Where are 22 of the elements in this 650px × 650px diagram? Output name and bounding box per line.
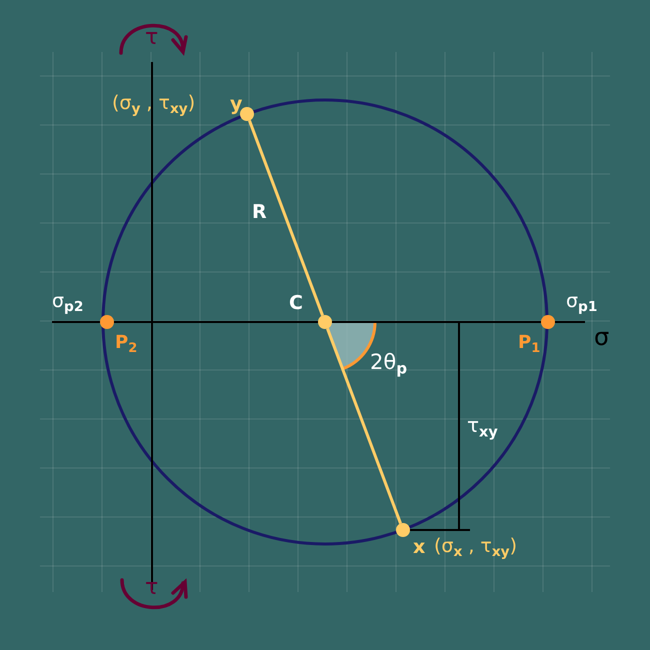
point-marker [396,523,410,537]
angle-label: 2θ$_{p}$ [370,352,408,377]
axis-label: σ [594,325,610,349]
diameter-line [326,328,402,524]
point-label: P$_{1}$ [518,334,540,356]
point-label: P$_{2}$ [115,334,138,356]
edge-label: R [252,203,267,222]
coordinate-label: σ$_{p1}$ [566,292,598,315]
dimension-label: τ$_{xy}$ [467,415,498,440]
point-marker [240,107,254,121]
axis-label: τ [145,577,158,599]
coordinate-label: (σ$_{y}$ , τ$_{xy}$) [112,94,196,117]
point-marker [541,315,555,329]
coordinate-label: σ$_{p2}$ [52,292,84,315]
coordinate-label: (σ$_{x}$ , τ$_{xy}$) [434,537,518,560]
point-marker [318,315,332,329]
point-label: y [230,95,242,114]
point-label: x [413,538,426,557]
point-marker [100,315,114,329]
axis-label: τ [145,27,158,49]
diameter-line [248,120,324,316]
point-label: C [289,294,303,313]
